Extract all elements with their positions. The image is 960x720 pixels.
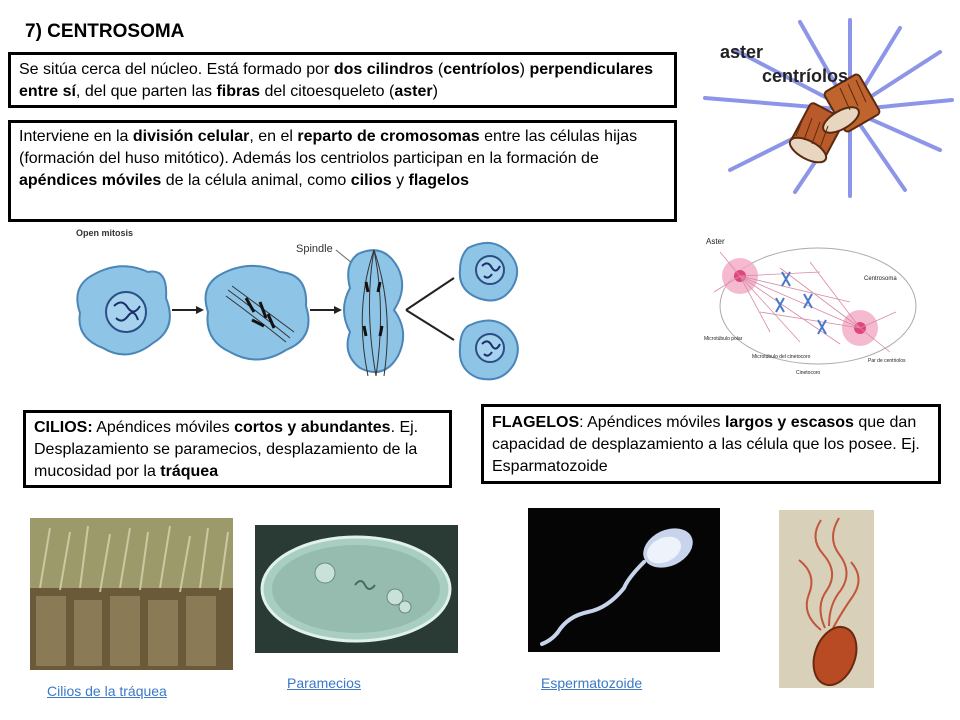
flagellated-bacterium-image bbox=[779, 510, 874, 688]
spindle-label: Spindle bbox=[296, 243, 333, 255]
bold-text: dos cilindros bbox=[333, 61, 434, 78]
text: Interviene en la bbox=[19, 128, 133, 145]
kinetochore-microtubule-label: Microtúbulo del cinetocoro bbox=[752, 354, 811, 360]
text: ) bbox=[519, 61, 530, 78]
bold-text: tráquea bbox=[160, 463, 219, 480]
text: , en el bbox=[249, 128, 298, 145]
bold-text: flagelos bbox=[408, 172, 469, 189]
polar-microtubule-label: Microtúbulo polar bbox=[704, 336, 743, 342]
bold-text: perpendiculares entre sí bbox=[19, 61, 654, 100]
bold-text: centríolos bbox=[443, 61, 520, 78]
text: , del que parten las bbox=[75, 83, 217, 100]
spermatozoon-image bbox=[528, 508, 720, 652]
bold-text: fibras bbox=[216, 83, 261, 100]
cilia-box: CILIOS: Apéndices móviles cortos y abund… bbox=[23, 410, 452, 488]
aster-label: Aster bbox=[706, 237, 725, 246]
text: ) bbox=[432, 83, 438, 100]
bold-text: cilios bbox=[350, 172, 392, 189]
kinetochore-label: Cinetocoro bbox=[796, 370, 820, 376]
bold-text: FLAGELOS bbox=[492, 414, 580, 431]
text: de la célula animal, como bbox=[161, 172, 351, 189]
text: Se sitúa cerca del núcleo. Está formado … bbox=[19, 61, 334, 78]
spermatozoon-link[interactable]: Espermatozoide bbox=[541, 675, 643, 691]
open-mitosis-label: Open mitosis bbox=[76, 228, 133, 238]
bold-text: aster bbox=[394, 83, 433, 100]
bold-text: apéndices móviles bbox=[19, 172, 162, 189]
bold-text: cortos y abundantes bbox=[234, 419, 391, 436]
text: entre las células hijas (formación del h… bbox=[19, 128, 638, 167]
paramecium-link[interactable]: Paramecios bbox=[287, 675, 361, 691]
page-title: 7) CENTROSOMA bbox=[25, 21, 185, 42]
description-box: Se sitúa cerca del núcleo. Está formado … bbox=[8, 52, 677, 108]
mitotic-spindle-diagram: Aster Centrosoma Microtúbulo polar Micro… bbox=[704, 237, 917, 376]
trachea-cilia-link[interactable]: Cilios de la tráquea bbox=[47, 683, 167, 699]
text: que dan capacidad de desplazamiento a la… bbox=[492, 414, 920, 475]
trachea-cilia-image bbox=[30, 518, 233, 670]
mitosis-diagram: Open mitosis Spindle bbox=[76, 228, 519, 381]
bold-text: división celular bbox=[132, 128, 250, 145]
centriole-aster-illustration: aster centríolos bbox=[703, 18, 954, 198]
bold-text: reparto de cromosomas bbox=[297, 128, 480, 145]
text: : Apéndices móviles bbox=[579, 414, 725, 431]
text: . Ej. Desplazamiento se paramecios, desp… bbox=[34, 419, 419, 480]
aster-label: aster bbox=[720, 42, 763, 62]
bold-text: largos y escasos bbox=[724, 414, 854, 431]
text: Apéndices móviles bbox=[92, 419, 235, 436]
bold-text: CILIOS: bbox=[34, 419, 93, 436]
text: ( bbox=[433, 61, 444, 78]
text: del citoesqueleto ( bbox=[260, 83, 395, 100]
paramecium-image bbox=[255, 525, 458, 653]
flagella-box: FLAGELOS: Apéndices móviles largos y esc… bbox=[481, 404, 941, 484]
centrosoma-label: Centrosoma bbox=[864, 276, 897, 282]
text: y bbox=[391, 172, 409, 189]
centrioles-label: centríolos bbox=[762, 66, 848, 86]
centriole-pair-label: Par de centriolos bbox=[868, 358, 906, 364]
function-box: Interviene en la división celular, en el… bbox=[8, 120, 677, 222]
